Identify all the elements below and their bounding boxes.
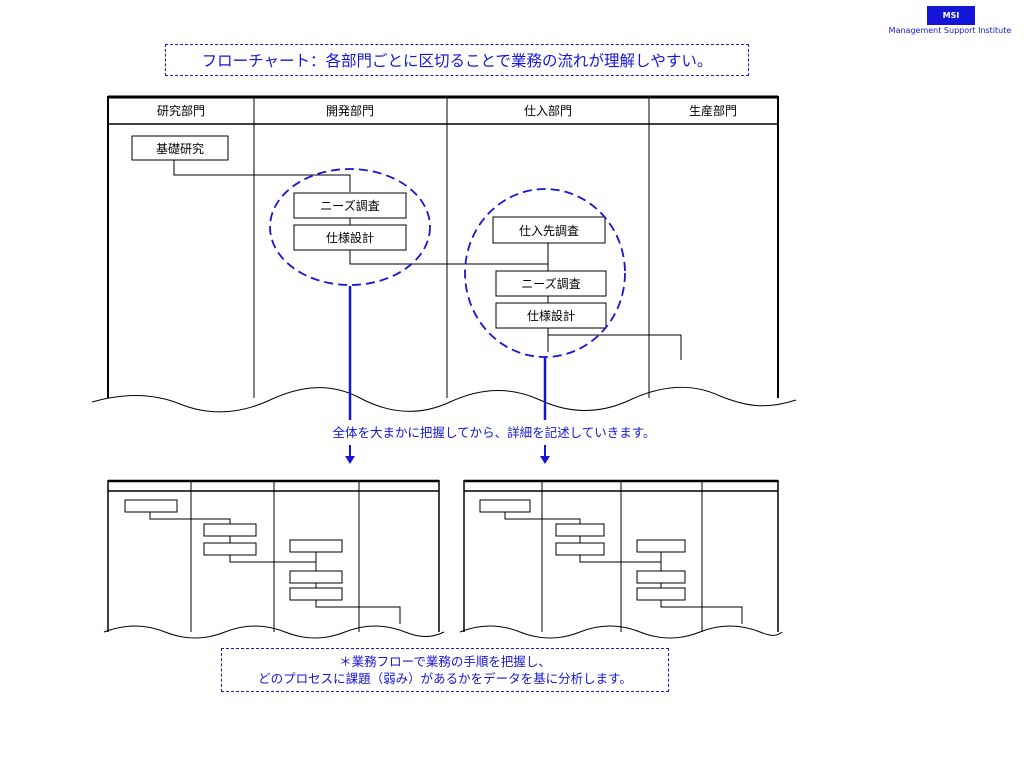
box-supplier-survey: 仕入先調査 (492, 216, 606, 244)
note-line-1: ＊業務フローで業務の手順を把握し、 (339, 654, 551, 669)
mid-caption: 全体を大まかに把握してから、詳細を記述していきます。 (332, 425, 655, 440)
main-swimlane (91, 95, 797, 413)
box-dev-spec-design: 仕様設計 (293, 224, 407, 251)
box-label: 仕様設計 (326, 230, 374, 245)
lane-header-development: 開発部門 (326, 103, 374, 118)
highlight-ellipse-development (269, 168, 431, 286)
box-pur-needs-survey: ニーズ調査 (495, 270, 607, 297)
lane-header-production: 生産部門 (689, 103, 737, 118)
msi-logo-subtitle: Management Support Institute (888, 26, 1012, 35)
box-label: 仕入先調査 (519, 224, 579, 238)
msi-logo: MSI (927, 6, 975, 25)
box-dev-needs-survey: ニーズ調査 (293, 192, 407, 219)
box-label: ニーズ調査 (521, 276, 580, 291)
lane-header-research: 研究部門 (157, 103, 205, 118)
lane-header-purchasing: 仕入部門 (524, 103, 572, 118)
detail-diagram-left (103, 479, 445, 639)
detail-diagram-right (459, 479, 783, 639)
box-label: 基礎研究 (156, 141, 204, 156)
page-title: フローチャート：各部門ごとに区切ることで業務の流れが理解しやすい。 (165, 44, 749, 76)
down-arrow-left-icon (345, 445, 355, 464)
note-box: ＊業務フローで業務の手順を把握し、 どのプロセスに課題（弱み）があるかをデータを… (221, 648, 669, 692)
box-label: ニーズ調査 (320, 198, 379, 213)
flow-connectors (173, 160, 682, 360)
box-pur-spec-design: 仕様設計 (495, 302, 607, 329)
down-arrow-right-icon (540, 445, 550, 464)
box-basic-research: 基礎研究 (131, 135, 229, 161)
note-line-2: どのプロセスに課題（弱み）があるかをデータを基に分析します。 (258, 671, 632, 686)
box-label: 仕様設計 (527, 308, 575, 323)
